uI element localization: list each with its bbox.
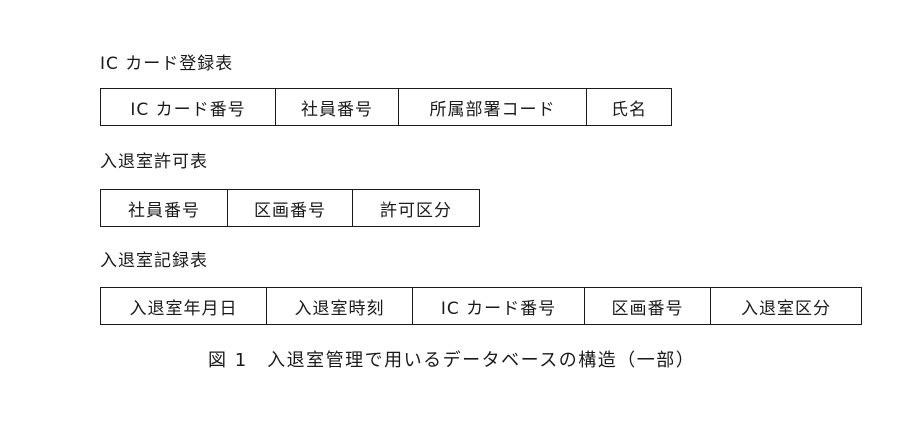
table-schema-entry-record: 入退室年月日 入退室時刻 IC カード番号 区画番号 入退室区分	[100, 287, 862, 325]
column-department-code: 所属部署コード	[399, 89, 587, 125]
column-ic-card-number: IC カード番号	[101, 89, 276, 125]
table-schema-entry-permission: 社員番号 区画番号 許可区分	[100, 189, 480, 227]
table-schema-ic-card-registration: IC カード番号 社員番号 所属部署コード 氏名	[100, 88, 672, 126]
column-employee-number: 社員番号	[276, 89, 399, 125]
column-employee-number: 社員番号	[101, 190, 228, 226]
column-area-number: 区画番号	[585, 288, 711, 324]
column-area-number: 区画番号	[228, 190, 353, 226]
column-entry-type: 入退室区分	[741, 298, 831, 319]
column-entry-date: 入退室年月日	[101, 288, 267, 324]
figure-caption: 図 1 入退室管理で用いるデータベースの構造（一部）	[208, 350, 696, 371]
table-title-ic-card-registration: IC カード登録表	[100, 54, 234, 74]
column-name: 氏名	[611, 99, 647, 120]
table-title-entry-record: 入退室記録表	[100, 251, 208, 271]
column-entry-time: 入退室時刻	[267, 288, 413, 324]
table-title-entry-permission: 入退室許可表	[100, 152, 208, 172]
column-permission-type: 許可区分	[380, 200, 452, 221]
column-ic-card-number: IC カード番号	[413, 288, 585, 324]
